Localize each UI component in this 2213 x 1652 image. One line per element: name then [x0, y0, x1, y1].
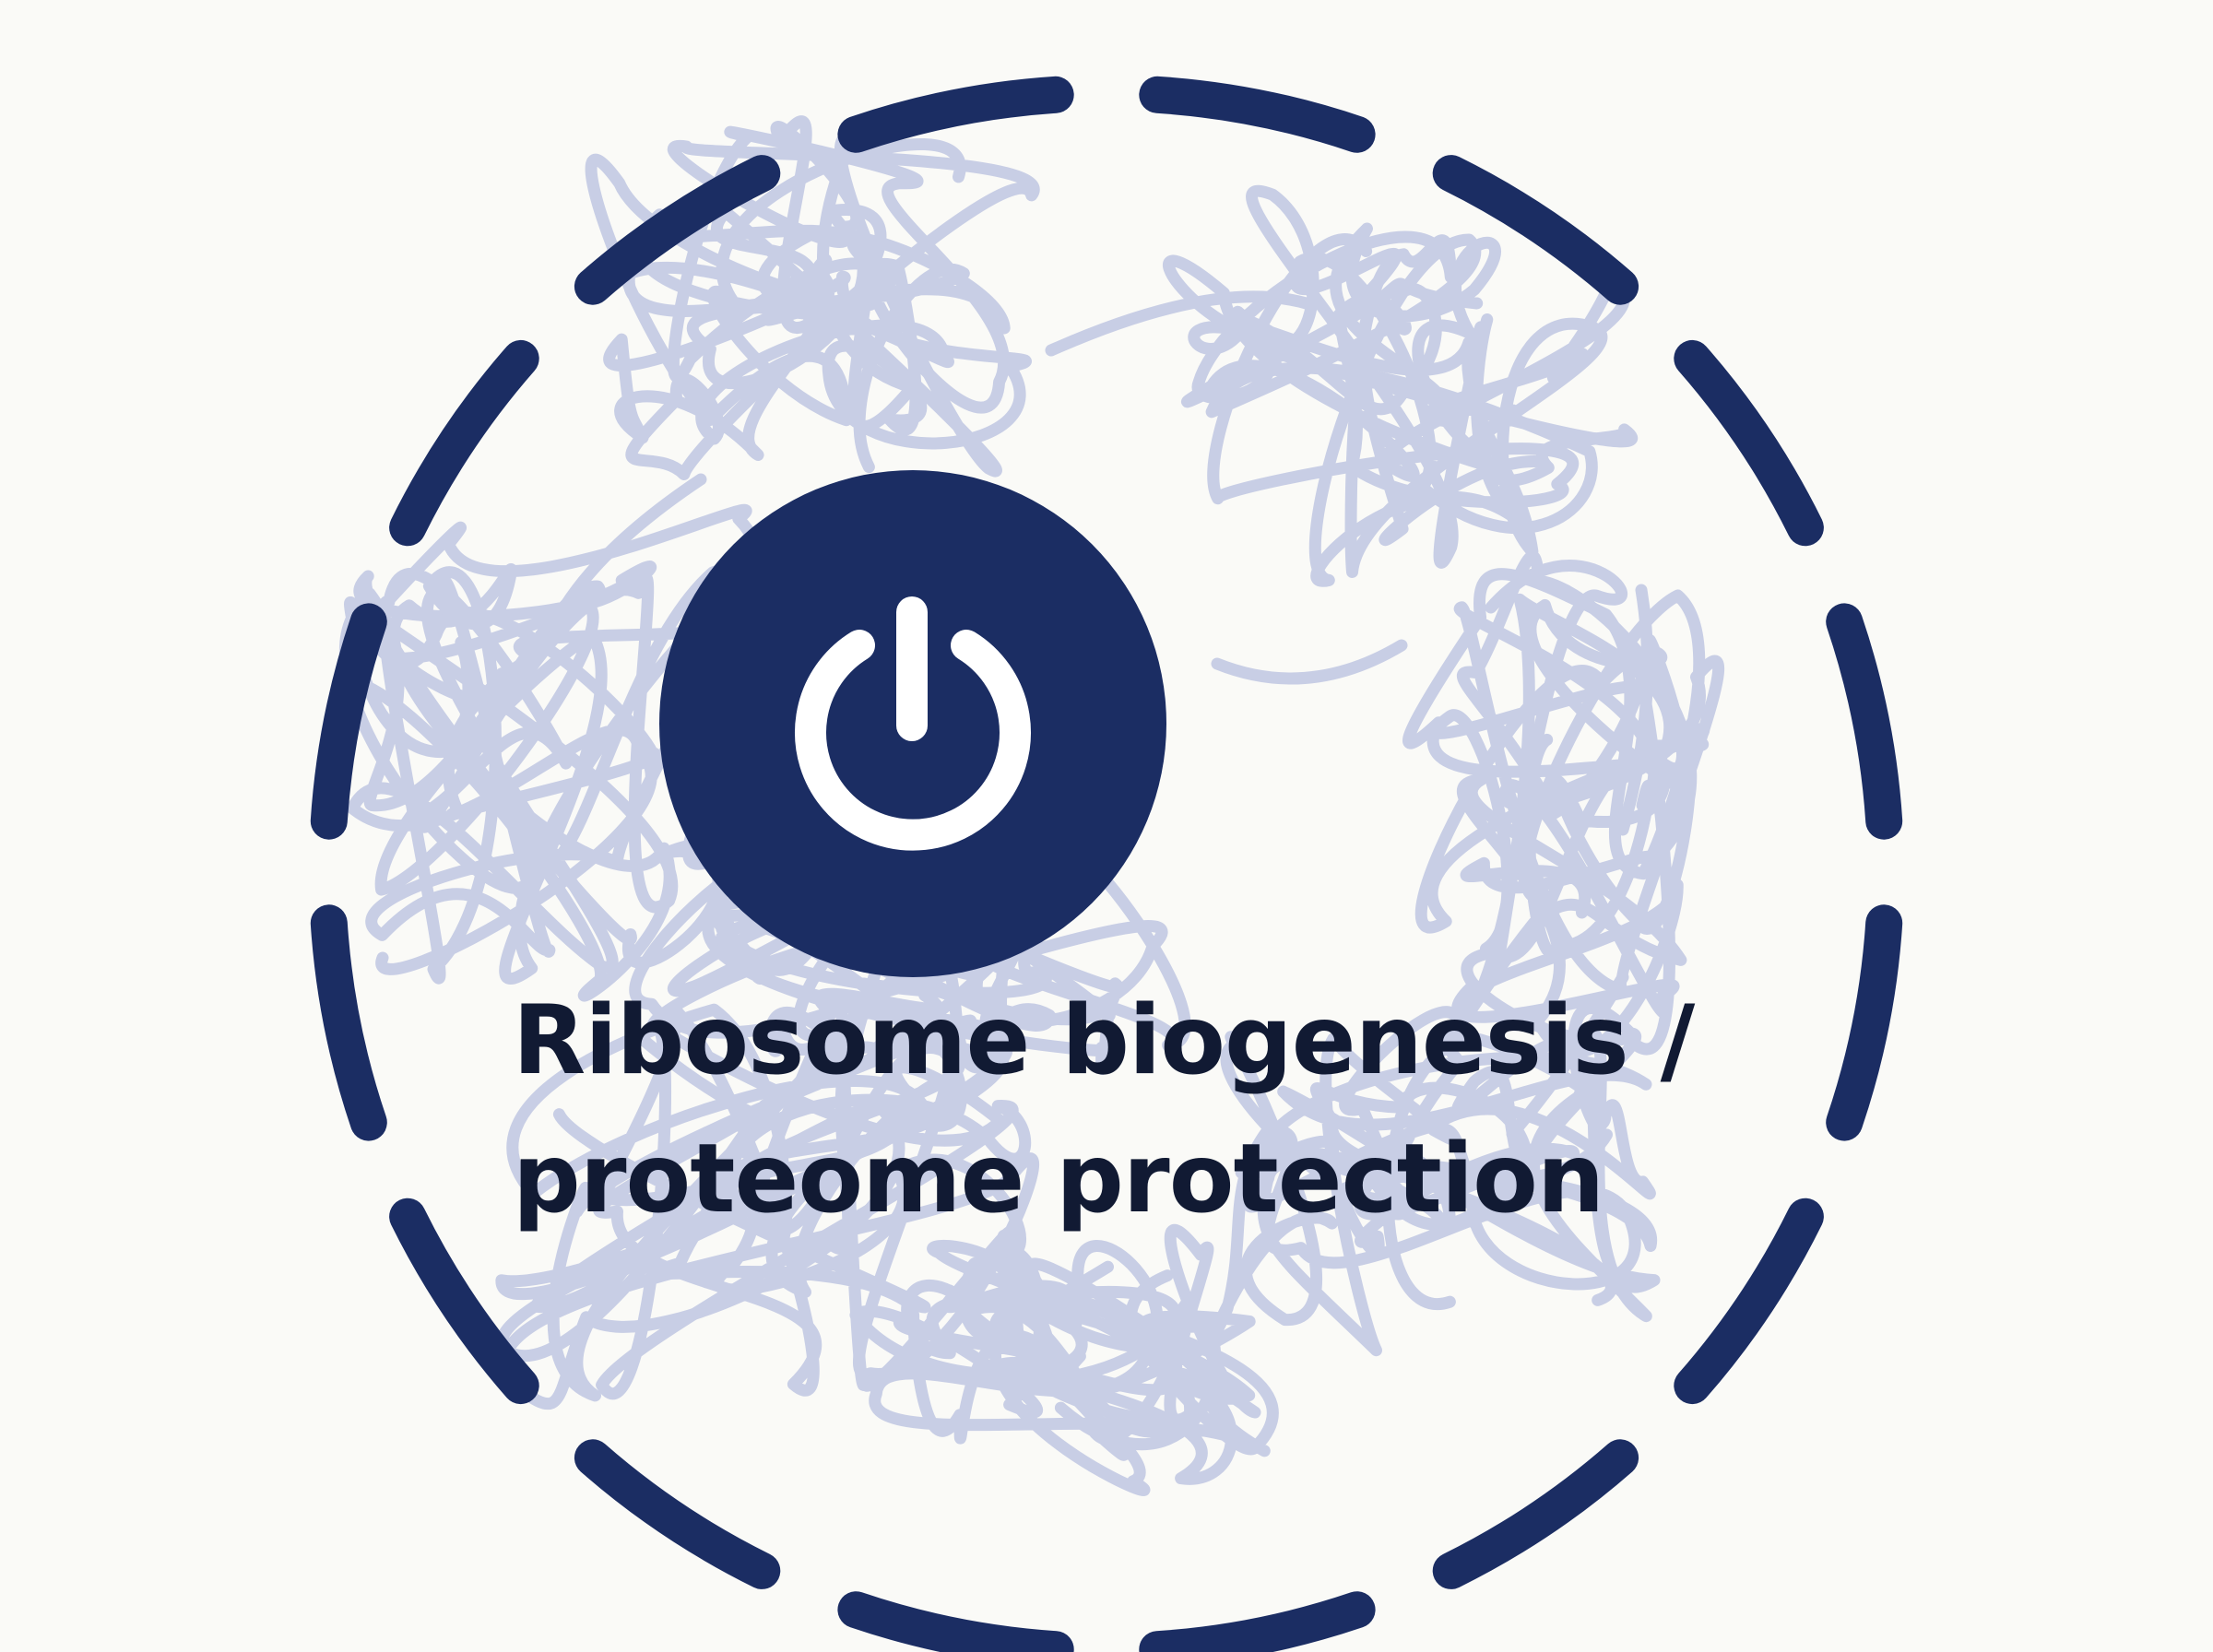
protein-strand	[1181, 222, 1630, 587]
ring-segment	[1674, 339, 1824, 547]
protein-strand-link	[547, 473, 707, 633]
ring-segment	[1139, 76, 1376, 153]
ring-segment	[574, 1439, 781, 1589]
protein-strand	[1211, 1025, 1661, 1357]
ring-segment	[574, 155, 781, 305]
ring-segment	[389, 339, 539, 547]
ring-segment	[310, 904, 387, 1141]
ring-segment	[1826, 904, 1903, 1141]
ring-segment	[1674, 1198, 1824, 1405]
ring-segment	[1826, 603, 1903, 840]
protein-strand	[1402, 568, 1725, 1058]
protein-strand	[552, 989, 1032, 1400]
protein-strand	[339, 560, 758, 985]
ring-segment	[837, 76, 1074, 153]
protein-strand-link	[1506, 971, 1629, 1140]
protein-strand	[849, 1230, 1279, 1485]
protein-strand	[1242, 1002, 1657, 1311]
protein-strand-link	[1045, 290, 1316, 357]
protein-strand-link	[1616, 584, 1654, 836]
ring-segment	[389, 1198, 539, 1405]
ring-segment	[1432, 1439, 1639, 1589]
label-line-2: proteome protection	[513, 1124, 1604, 1234]
protein-strand-link	[943, 1284, 1058, 1362]
ring-segment	[310, 603, 387, 840]
protein-strand-link	[1211, 639, 1408, 685]
label-line-1: Ribosome biogenesis /	[513, 985, 1695, 1096]
protein-strand	[603, 115, 1032, 474]
dashed-ring	[310, 76, 1903, 1652]
ring-segment	[837, 1591, 1074, 1652]
protein-strand-link	[639, 1035, 763, 1122]
power-button[interactable]	[659, 470, 1166, 977]
protein-strands	[339, 115, 1725, 1496]
ring-segment	[1139, 1591, 1376, 1652]
power-icon	[795, 596, 1031, 851]
ring-segment	[1432, 155, 1639, 305]
